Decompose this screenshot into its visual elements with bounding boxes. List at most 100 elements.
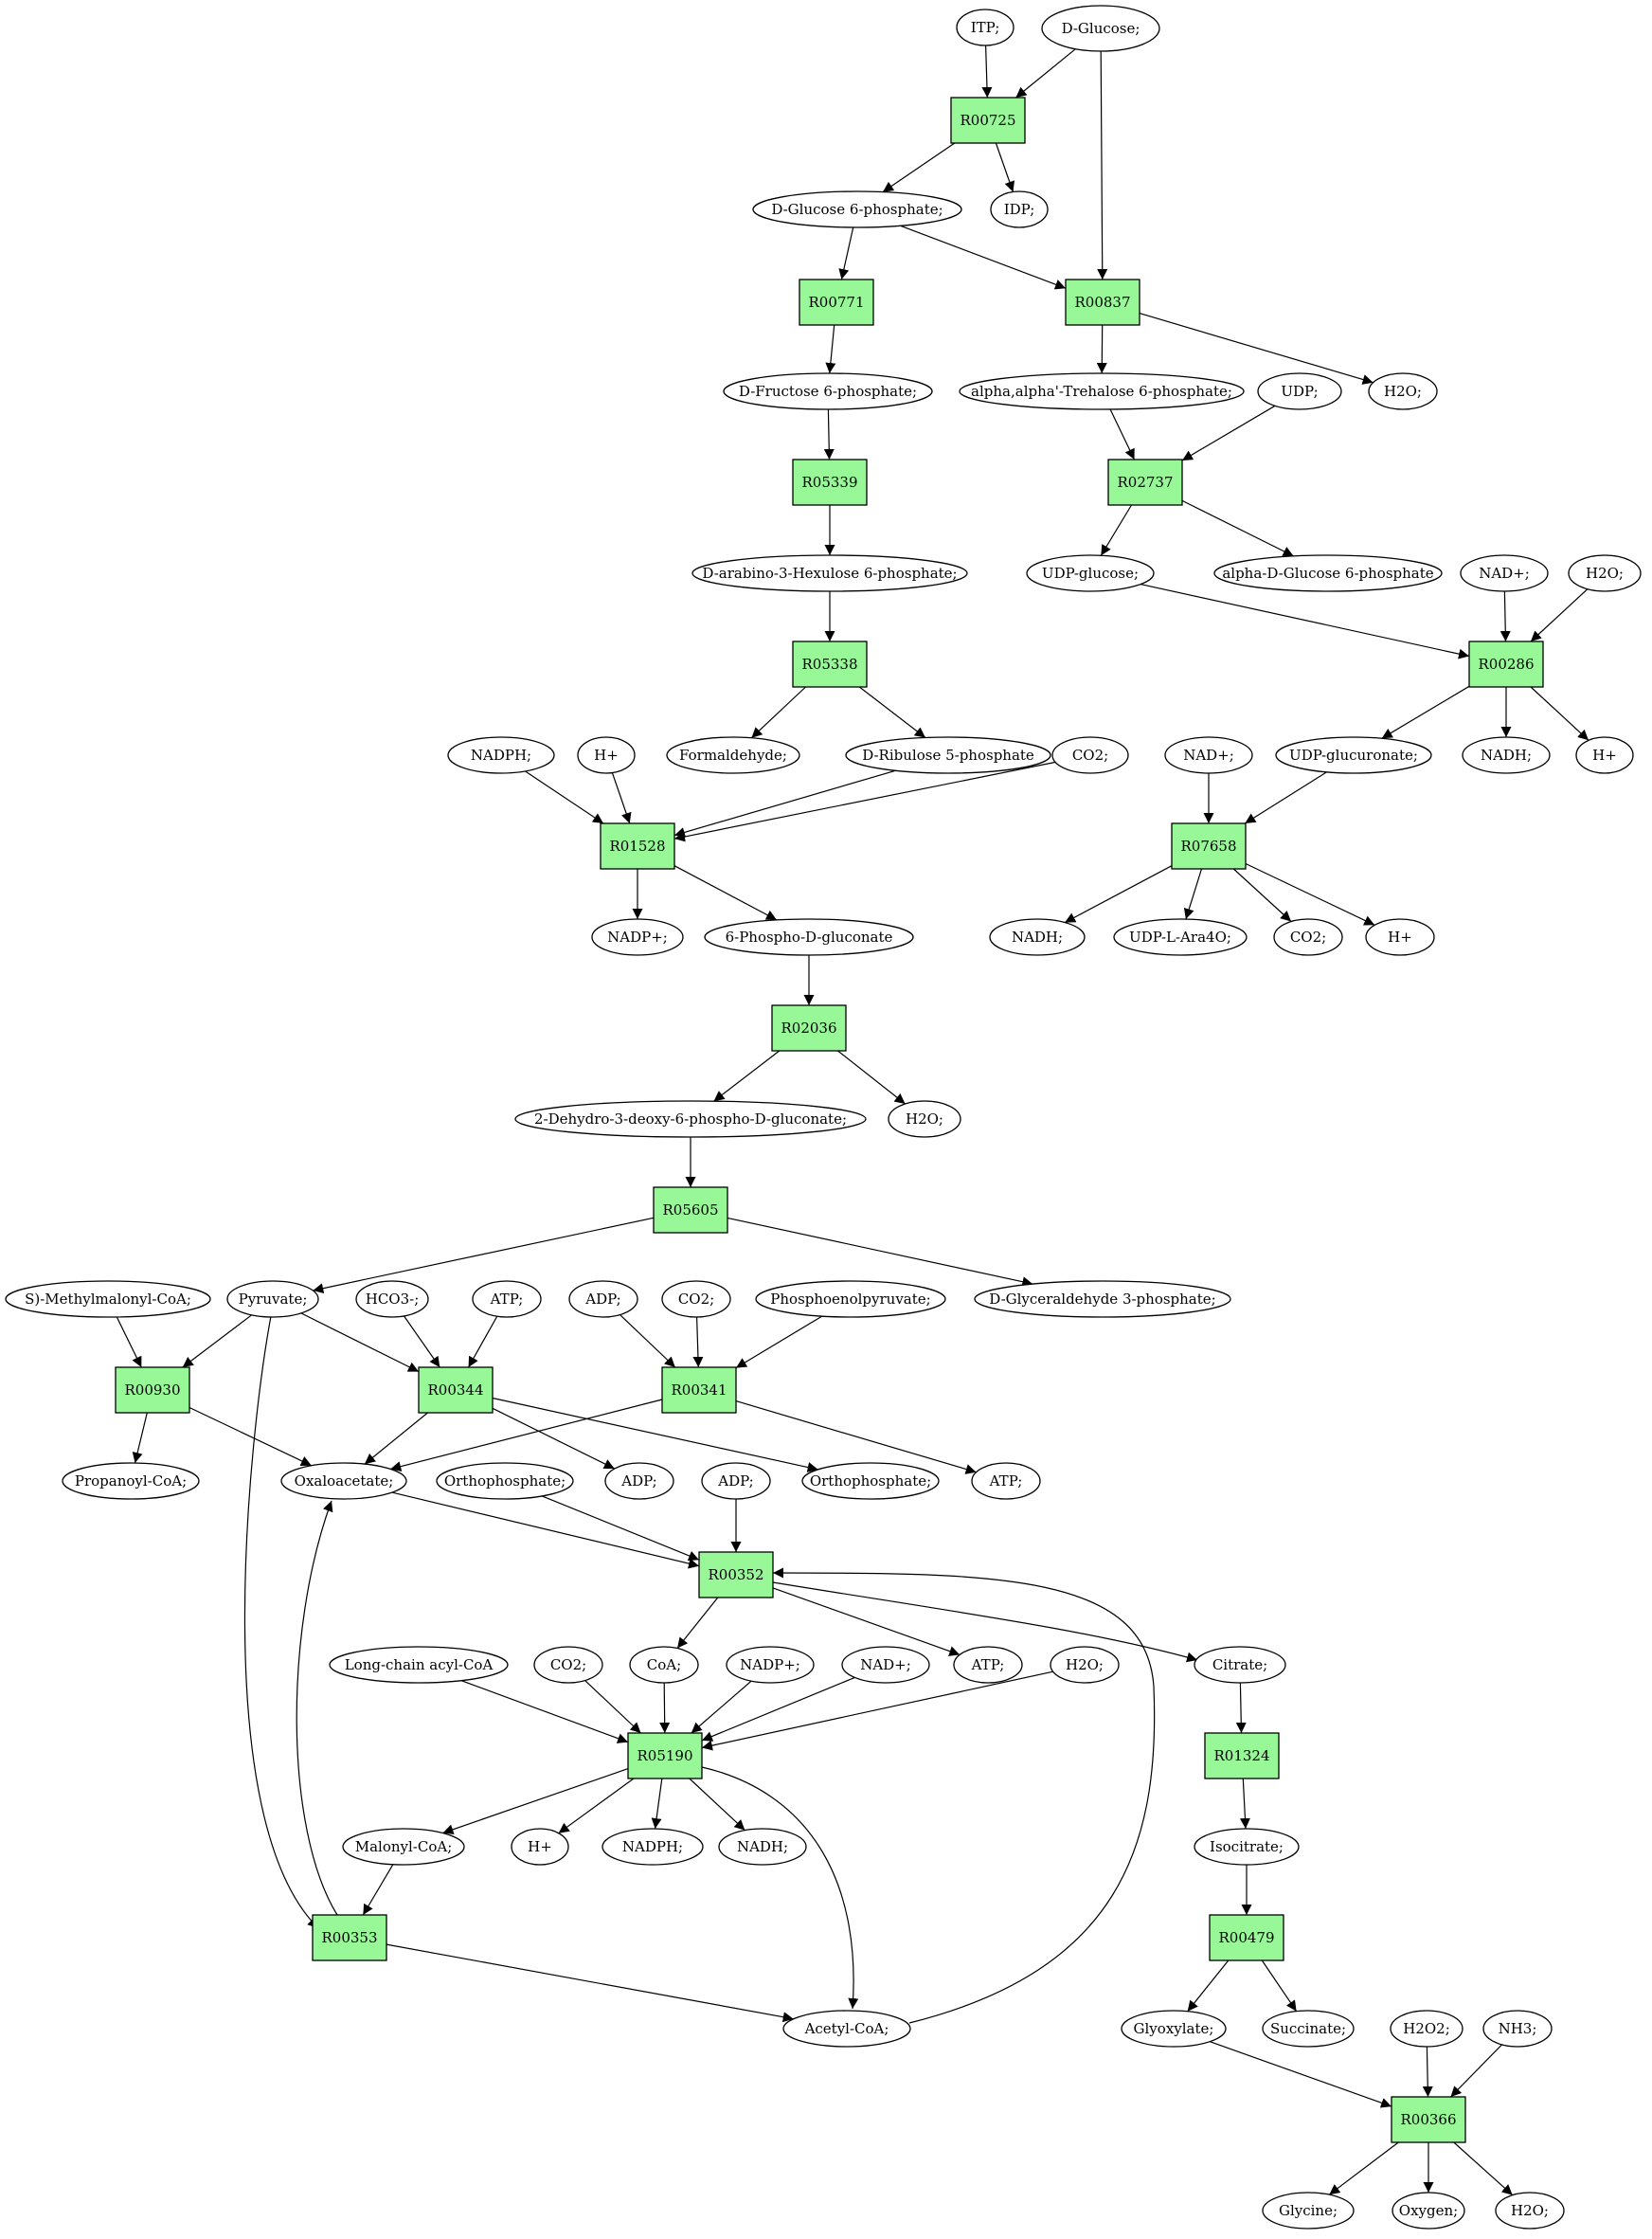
node-label: R00344 <box>427 1381 483 1399</box>
node-label: Orthophosphate; <box>444 1472 566 1490</box>
compound-node-c-pep: Phosphoenolpyruvate; <box>755 1280 946 1318</box>
node-label: CO2; <box>678 1291 714 1308</box>
edge-c-pyr-to-r-00353 <box>243 1315 319 1929</box>
node-label: Long-chain acyl-CoA <box>345 1656 494 1673</box>
edge-r-00353-to-c-accoa <box>386 1943 794 2023</box>
edge-c-pep-to-r-00341 <box>735 1315 823 1369</box>
reaction-box <box>627 1732 703 1779</box>
node-label: 6-Phospho-D-gluconate <box>726 929 893 946</box>
compound-ellipse <box>989 918 1086 956</box>
target-compound-ellipse <box>1262 2192 1355 2230</box>
compound-ellipse <box>1257 372 1342 410</box>
node-label: H2O; <box>1384 383 1422 400</box>
compound-ellipse <box>661 1280 731 1318</box>
compound-ellipse <box>342 1828 465 1866</box>
compound-node-c-h2o-e: H2O; <box>1495 2192 1565 2230</box>
node-label: IDP; <box>1004 201 1035 218</box>
compound-ellipse <box>533 1646 603 1684</box>
compound-node-c-h2o-a: H2O; <box>1368 372 1438 410</box>
edge-c-co2-a-to-r-01528 <box>673 761 1056 842</box>
compound-node-c-udpara: UDP-L-Ara4O; <box>1113 918 1248 956</box>
compound-node-c-co2-b: CO2; <box>1273 918 1343 956</box>
reaction-box <box>1107 459 1183 506</box>
compound-ellipse <box>1273 918 1343 956</box>
compound-ellipse <box>841 1646 930 1684</box>
compound-node-c-nh3: NH3; <box>1482 2010 1553 2048</box>
node-label: NADPH; <box>622 1838 683 1855</box>
compound-ellipse <box>752 190 962 228</box>
compound-ellipse <box>755 1280 946 1318</box>
reaction-node-r-00771: R00771 <box>799 279 874 326</box>
node-label: R00837 <box>1074 294 1130 311</box>
compound-node-c-h2o-b: H2O; <box>1568 554 1642 592</box>
edge-r-05190-to-c-accoa <box>701 1766 859 2010</box>
compound-ellipse <box>953 1646 1023 1684</box>
node-label: UDP-L-Ara4O; <box>1129 929 1231 946</box>
reaction-box <box>1204 1732 1280 1779</box>
node-label: Phosphoenolpyruvate; <box>770 1291 930 1308</box>
reaction-box <box>312 1914 387 1961</box>
compound-node-c-lcacoa: Long-chain acyl-CoA <box>329 1646 509 1684</box>
node-label: S)-Methylmalonyl-CoA; <box>25 1291 191 1308</box>
edge-r-02036-to-c-h2o-c <box>837 1050 906 1105</box>
compound-node-c-udpglc: UDP-glucose; <box>1026 554 1155 592</box>
compound-node-c-hcho: Formaldehyde; <box>666 736 800 774</box>
edge-r-05338-to-c-ru5p <box>858 686 926 738</box>
edge-r-02036-to-c-kdpg <box>713 1050 781 1102</box>
edge-c-itp-to-r-00725 <box>981 45 993 99</box>
edge-c-tre6p-to-r-02737 <box>1109 408 1136 460</box>
edge-c-h-a-to-r-01528 <box>611 772 632 824</box>
node-label: H+ <box>528 1838 552 1855</box>
compound-node-c-pyr: Pyruvate; <box>226 1280 319 1318</box>
reaction-node-r-05605: R05605 <box>653 1186 728 1234</box>
compound-node-c-tre6p: alpha,alpha'-Trehalose 6-phosphate; <box>959 372 1245 410</box>
node-label: H2O; <box>1066 1656 1104 1673</box>
reaction-box <box>698 1551 774 1598</box>
compound-ellipse <box>723 372 933 410</box>
compound-node-c-h2o-c: H2O; <box>888 1100 961 1138</box>
reaction-box <box>1171 822 1247 870</box>
edge-layer <box>116 45 1589 2196</box>
node-label: D-Glyceraldehyde 3-phosphate; <box>989 1291 1215 1308</box>
node-label: CO2; <box>550 1656 586 1673</box>
compound-ellipse <box>577 736 636 774</box>
node-label: R00353 <box>321 1929 377 1946</box>
compound-ellipse <box>666 736 800 774</box>
edge-r-02737-to-c-udpglc <box>1100 504 1133 556</box>
reaction-box <box>661 1366 737 1414</box>
compound-node-c-adp-a: ADP; <box>568 1280 638 1318</box>
compound-ellipse <box>1121 2010 1227 2048</box>
compound-node-c-idp: IDP; <box>990 190 1049 228</box>
edge-r-00725-to-c-g6p <box>882 142 956 193</box>
edge-r-00366-to-c-gly <box>1328 2141 1399 2195</box>
compound-node-c-ru5p: D-Ribulose 5-phosphate <box>845 736 1051 774</box>
compound-node-c-atp-b: ATP; <box>971 1462 1041 1500</box>
reaction-node-r-00352: R00352 <box>698 1551 774 1598</box>
compound-ellipse <box>718 1828 807 1866</box>
compound-ellipse <box>956 9 1015 46</box>
compound-node-c-gly: Glycine; <box>1262 2192 1355 2230</box>
compound-node-c-6pg: 6-Phospho-D-gluconate <box>704 918 914 956</box>
compound-ellipse <box>568 1280 638 1318</box>
edge-c-udpglcu-to-r-07658 <box>1244 771 1327 824</box>
edge-c-atp-a-to-r-00344 <box>467 1315 498 1368</box>
compound-node-c-g6p: D-Glucose 6-phosphate; <box>752 190 962 228</box>
compound-ellipse <box>629 1646 699 1684</box>
compound-ellipse <box>1050 1646 1120 1684</box>
node-label: Citrate; <box>1212 1656 1267 1673</box>
edge-r-00930-to-c-oaa <box>189 1406 313 1467</box>
node-label: ATP; <box>971 1656 1005 1673</box>
reaction-node-r-00366: R00366 <box>1391 2096 1466 2143</box>
edge-r-00344-to-c-adp-b <box>492 1407 615 1470</box>
compound-ellipse <box>1462 736 1551 774</box>
edge-r-07658-to-c-h-c <box>1245 862 1375 926</box>
compound-node-c-h-c: H+ <box>1365 918 1435 956</box>
edge-r-02737-to-c-ag6p <box>1181 499 1294 557</box>
edge-r-00286-to-c-h-b <box>1530 686 1589 741</box>
reaction-node-r-00353: R00353 <box>312 1914 387 1961</box>
compound-ellipse <box>845 736 1051 774</box>
edge-r-07658-to-c-nadh-b <box>1064 865 1173 924</box>
node-label: CO2; <box>1290 929 1326 946</box>
edge-c-dglc-to-r-00725 <box>1015 48 1076 99</box>
